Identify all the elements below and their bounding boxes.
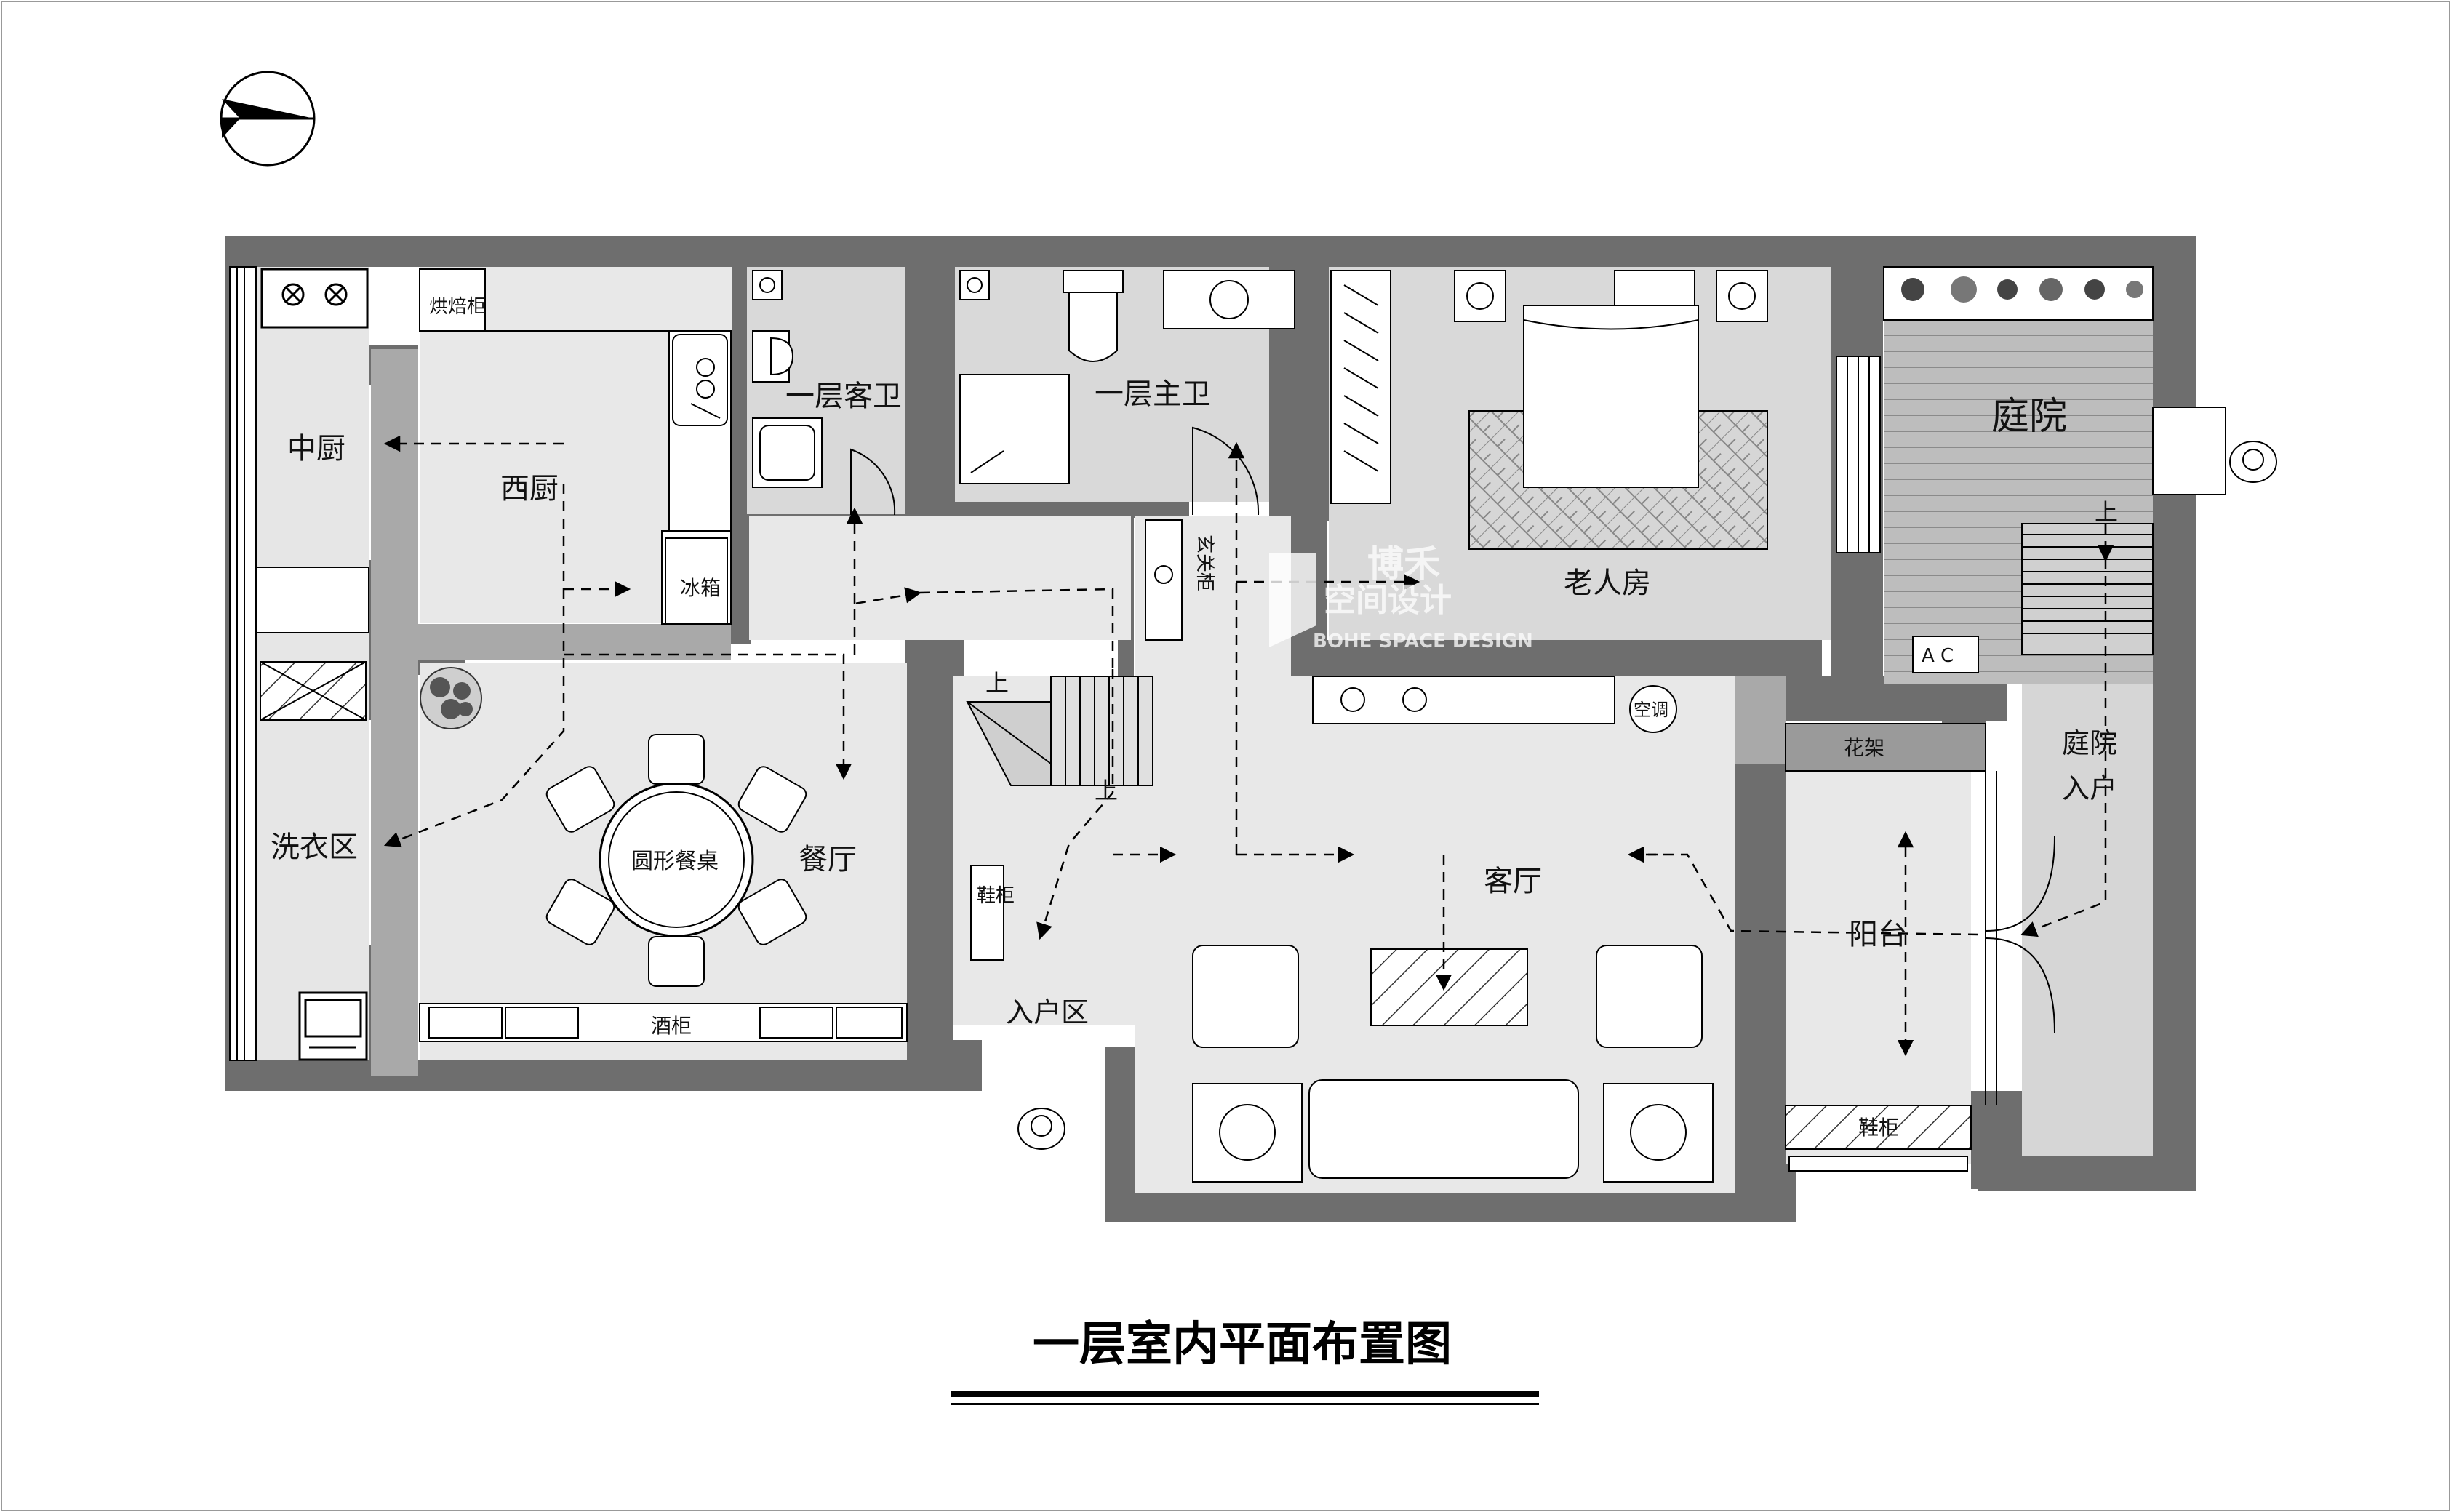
oven-icon	[298, 991, 368, 1061]
drawing-title: 一层室内平面布置图	[951, 1317, 1539, 1405]
dining-set	[419, 734, 908, 1042]
label-courtyard-entry-2: 入户	[2062, 772, 2117, 804]
master-bath-fixtures	[959, 270, 1295, 484]
label-round-table: 圆形餐桌	[631, 849, 719, 874]
label-middle-kitchen: 中厨	[287, 432, 345, 465]
wall-bands	[371, 349, 1786, 1076]
label-guest-bath: 一层客卫	[785, 380, 902, 413]
stair-labels: 上 上 上	[985, 498, 2118, 804]
label-living: 客厅	[1484, 865, 1542, 898]
watermark-line-1: 博禾	[1367, 543, 1440, 585]
label-courtyard: 庭院	[1991, 395, 2067, 439]
watermark-line-2: 空间设计	[1324, 582, 1452, 619]
plant-icon	[420, 667, 482, 729]
furniture-labels: 烘焙柜 冰箱 圆形餐桌 酒柜 玄关柜 鞋柜 鞋柜 空调 花架 A C	[429, 296, 1954, 1140]
north-arrow-icon	[220, 71, 316, 167]
label-foyer-cabinet: 玄关柜	[1193, 535, 1215, 591]
stove-icon	[260, 268, 369, 329]
fridge-outline	[665, 537, 728, 625]
watermark-logo: 博禾 空间设计 BOHE SPACE DESIGN	[1269, 543, 1533, 652]
shoe-cabinet-left	[970, 865, 1004, 961]
foyer-cabinet	[1145, 519, 1183, 641]
elder-room-furniture	[1330, 270, 1768, 550]
label-stair-up-2: 上	[1095, 777, 1118, 804]
circulation-lines	[383, 435, 2114, 1057]
label-dining: 餐厅	[799, 843, 857, 876]
label-shoe-cabinet-left: 鞋柜	[977, 885, 1015, 907]
label-wine-cabinet: 酒柜	[651, 1014, 692, 1038]
watermark-line-3: BOHE SPACE DESIGN	[1313, 631, 1533, 652]
label-master-bath: 一层主卫	[1095, 377, 1211, 411]
label-balcony: 阳台	[1849, 918, 1907, 951]
title-underline-thin	[951, 1403, 1539, 1405]
label-ac: A C	[1922, 645, 1954, 667]
label-courtyard-entry-1: 庭院	[2062, 727, 2117, 759]
label-fridge: 冰箱	[680, 576, 721, 600]
label-aircon: 空调	[1634, 700, 1668, 720]
courtyard-fixtures	[1785, 356, 2154, 1172]
guest-bath-fixtures	[752, 270, 823, 488]
living-furniture	[1192, 676, 1714, 1183]
page-title: 一层室内平面布置图	[1033, 1317, 1452, 1372]
label-stair-up-1: 上	[985, 669, 1009, 697]
label-laundry: 洗衣区	[271, 831, 358, 864]
left-window	[229, 266, 257, 1061]
room-labels: 中厨 西厨 洗衣区 餐厅 一层客卫 一层主卫 老人房 客厅 入户区 庭院 庭院 …	[271, 377, 2117, 1028]
person-icon	[1017, 441, 2277, 1150]
label-oven-cabinet: 烘焙柜	[429, 296, 486, 318]
label-western-kitchen: 西厨	[500, 472, 559, 505]
label-stair-up-3: 上	[2095, 498, 2118, 526]
label-planter: 花架	[1844, 736, 1884, 760]
label-shoe-cabinet-right: 鞋柜	[1858, 1116, 1899, 1140]
staircase-inner	[966, 676, 1153, 786]
label-entry-area: 入户区	[1006, 996, 1089, 1028]
courtyard-planter-icon	[1901, 276, 2143, 303]
title-underline-thick	[951, 1391, 1539, 1397]
label-elder-room: 老人房	[1564, 567, 1651, 600]
